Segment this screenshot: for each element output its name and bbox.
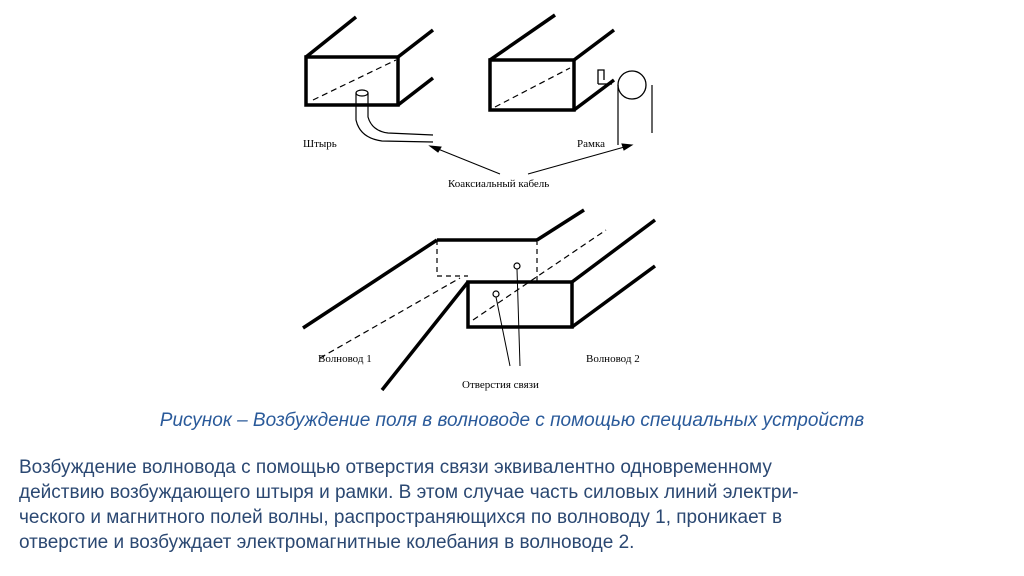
coax-cable-label: Коаксиальный кабель bbox=[448, 178, 549, 190]
waveguide-1-label: Волновод 1 bbox=[318, 353, 372, 365]
figure-caption: Рисунок – Возбуждение поля в волноводе с… bbox=[159, 410, 865, 431]
waveguide-with-loop bbox=[488, 13, 653, 145]
waveguide-excitation-diagram: Штырь Рамка Коаксиальный кабель Волновод… bbox=[302, 13, 657, 392]
body-paragraph: Возбуждение волновода с помощью отверсти… bbox=[19, 455, 1009, 555]
body-line: ческого и магнитного полей волны, распро… bbox=[19, 507, 783, 528]
body-line: действию возбуждающего штыря и рамки. В … bbox=[19, 482, 799, 503]
body-line: отверстие и возбуждает электромагнитные … bbox=[19, 532, 635, 553]
body-line: Возбуждение волновода с помощью отверсти… bbox=[19, 457, 772, 478]
coupling-holes-label: Отверстия связи bbox=[462, 379, 539, 391]
waveguide-with-pin bbox=[304, 15, 435, 143]
pin-label: Штырь bbox=[303, 138, 337, 150]
loop-label: Рамка bbox=[577, 138, 605, 150]
waveguide-2-label: Волновод 2 bbox=[586, 353, 640, 365]
coupled-waveguides bbox=[302, 208, 657, 392]
coax-arrows bbox=[428, 143, 634, 175]
